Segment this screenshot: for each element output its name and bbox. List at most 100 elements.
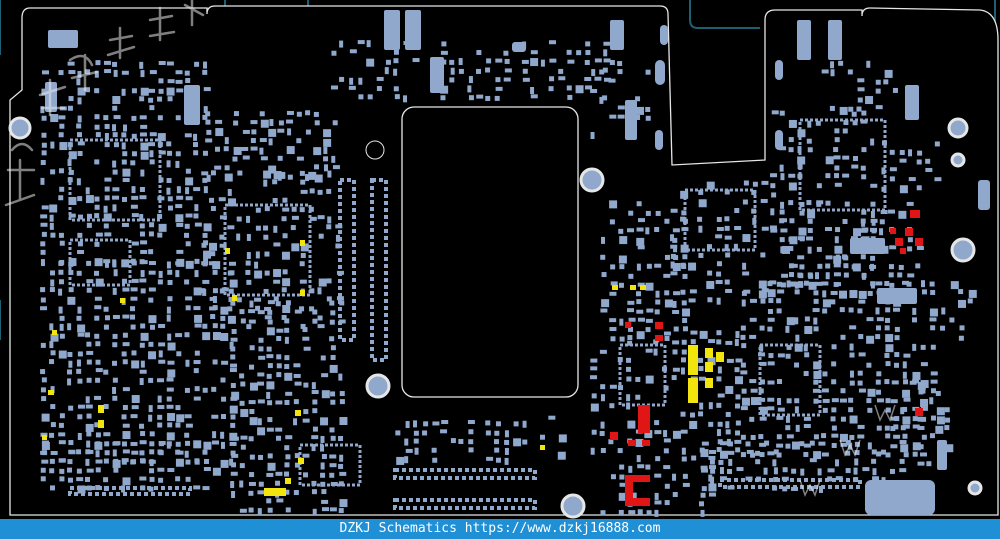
smd-pad (231, 453, 239, 458)
smd-pad (404, 456, 409, 464)
smd-pad (320, 355, 326, 361)
smd-pad (104, 186, 110, 192)
smd-pad (205, 111, 211, 117)
smd-pad (839, 307, 845, 313)
smd-pad (654, 430, 662, 435)
smd-pad (166, 187, 171, 195)
smd-pad (944, 425, 950, 431)
smd-pad (267, 400, 273, 406)
smd-pad (724, 225, 730, 231)
smd-pad (131, 115, 137, 121)
smd-pad (230, 300, 236, 306)
smd-pad (250, 120, 258, 125)
smd-pad (266, 354, 274, 359)
smd-pad (323, 138, 332, 147)
smd-pad (41, 459, 49, 464)
smd-pad (202, 323, 208, 329)
smd-pad (194, 258, 200, 264)
smd-pad (249, 409, 255, 415)
smd-pad (209, 306, 217, 311)
smd-pad (376, 86, 382, 92)
smd-pad (618, 282, 624, 288)
smd-pad (664, 299, 673, 308)
smd-pad (293, 418, 298, 426)
smd-pad (839, 398, 847, 403)
smd-pad (166, 178, 172, 184)
smd-pad (76, 477, 84, 482)
smd-pad (103, 213, 112, 222)
smd-pad (637, 218, 645, 223)
smd-pad (68, 96, 74, 102)
smd-pad (130, 160, 136, 166)
smd-pad (898, 210, 907, 219)
smd-pad (303, 409, 309, 415)
smd-pad (276, 435, 282, 441)
smd-pad (122, 332, 128, 338)
smd-pad (833, 272, 841, 277)
smd-pad (58, 440, 66, 445)
smd-pad (635, 438, 644, 447)
smd-pad (321, 507, 329, 512)
smd-pad (603, 49, 608, 57)
smd-pad (842, 128, 848, 134)
smd-pad (219, 243, 227, 248)
smd-pad (831, 361, 837, 367)
smd-pad (229, 458, 234, 466)
smd-pad (617, 448, 623, 454)
smd-pad (849, 343, 854, 351)
smd-pad (278, 120, 284, 126)
smd-pad (249, 345, 255, 351)
smd-pad (468, 76, 473, 84)
smd-pad (885, 361, 891, 367)
smd-pad (701, 441, 709, 446)
smd-pad (139, 61, 144, 69)
smd-pad (112, 105, 118, 111)
smd-pad (708, 483, 717, 492)
smd-pad (590, 403, 599, 412)
smd-pad (724, 216, 730, 222)
smd-pad (706, 280, 715, 289)
smd-pad (758, 352, 766, 357)
smd-pad (175, 441, 181, 447)
smd-pad (875, 334, 881, 340)
smd-pad (68, 269, 74, 275)
smd-pad (185, 196, 193, 201)
smd-pad (821, 433, 827, 439)
smd-pad (86, 359, 92, 365)
smd-pad (708, 402, 713, 410)
smd-pad (67, 467, 73, 473)
smd-pad (166, 404, 174, 409)
smd-pad (880, 210, 888, 215)
smd-pad (769, 225, 777, 230)
smd-pad (920, 452, 928, 457)
smd-pad (58, 132, 64, 138)
pcb-board-view[interactable] (0, 0, 1000, 519)
smd-pad (203, 223, 212, 232)
smd-pad (49, 458, 55, 464)
smd-pad (742, 234, 751, 243)
smd-pad (193, 360, 201, 365)
smd-pad (121, 485, 126, 493)
smd-pad (817, 468, 822, 476)
smd-pad (210, 314, 216, 320)
smd-pad (284, 445, 290, 451)
smd-pad (285, 507, 291, 513)
smd-pad (290, 225, 296, 231)
smd-pad (725, 429, 731, 435)
smd-pad (202, 486, 210, 491)
smd-pad (857, 370, 863, 376)
smd-pad (636, 201, 642, 207)
smd-pad (794, 317, 799, 325)
smd-pad (148, 414, 153, 422)
smd-pad (603, 77, 611, 82)
smd-pad (672, 300, 677, 308)
smd-pad (139, 195, 147, 200)
smd-pad (735, 403, 741, 409)
smd-pad (250, 138, 256, 144)
smd-pad (245, 269, 251, 275)
smd-pad (890, 426, 896, 432)
smd-pad (618, 228, 624, 234)
smd-pad (626, 357, 632, 363)
smd-pad (95, 132, 101, 138)
smd-pad (228, 288, 234, 294)
